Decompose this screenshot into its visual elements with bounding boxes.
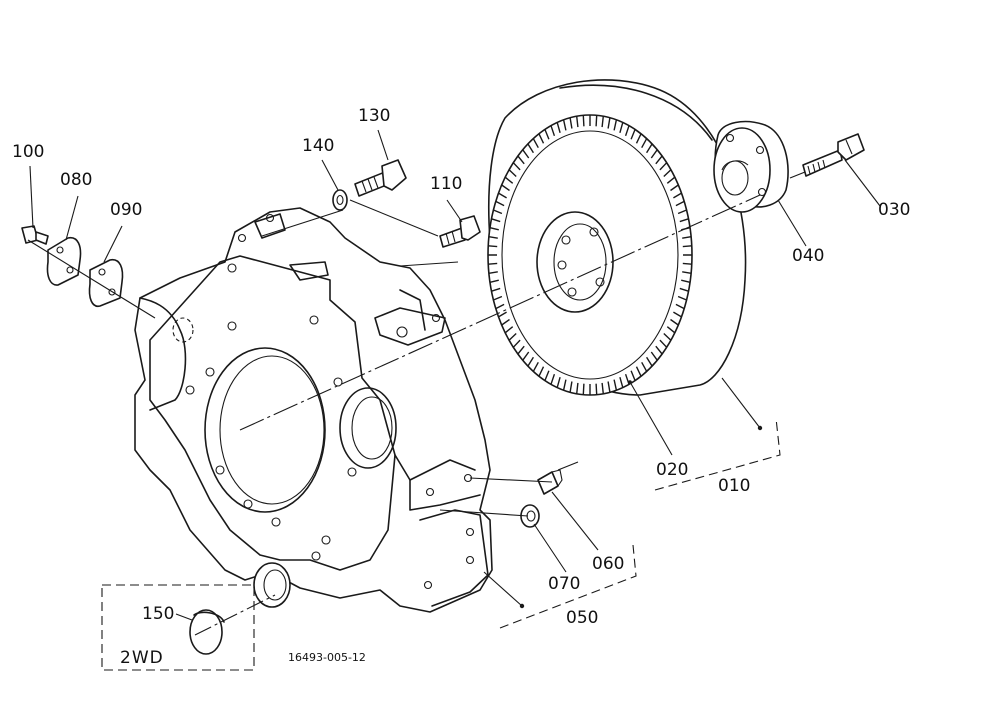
group-bracket-050 xyxy=(499,544,637,629)
leader-lines xyxy=(29,129,881,621)
drawing-code: 16493-005-12 xyxy=(288,651,366,664)
gear-tooth-marks xyxy=(488,115,692,395)
part-label-080: 080 xyxy=(60,170,93,190)
flywheel-housing-050 xyxy=(134,207,493,613)
washer-140 xyxy=(332,189,348,211)
plug-150 xyxy=(189,609,225,655)
pin-060 xyxy=(537,469,563,495)
ring-gear-teeth xyxy=(488,115,692,395)
variant-label: 2WD xyxy=(120,648,164,668)
part-label-090: 090 xyxy=(110,200,143,220)
plate-080 xyxy=(46,236,82,286)
variant-box-2wd xyxy=(101,584,255,671)
part-label-010: 010 xyxy=(718,476,751,496)
part-label-070: 070 xyxy=(548,574,581,594)
bolt-110 xyxy=(439,215,481,248)
part-label-030: 030 xyxy=(878,200,911,220)
part-label-020: 020 xyxy=(656,460,689,480)
gasket-090 xyxy=(88,258,124,308)
part-label-040: 040 xyxy=(792,246,825,266)
bolt-030 xyxy=(802,133,865,177)
part-label-110: 110 xyxy=(430,174,463,194)
part-label-150: 150 xyxy=(142,604,175,624)
part-label-060: 060 xyxy=(592,554,625,574)
hub-flange-040 xyxy=(713,120,789,213)
part-label-100: 100 xyxy=(12,142,45,162)
part-label-130: 130 xyxy=(358,106,391,126)
bolt-130 xyxy=(354,159,407,197)
assembly-lines xyxy=(27,171,806,636)
part-label-140: 140 xyxy=(302,136,335,156)
bolt-100 xyxy=(21,225,49,245)
part-label-050: 050 xyxy=(566,608,599,628)
flywheel-020 xyxy=(487,79,747,396)
group-bracket-010 xyxy=(654,417,781,491)
